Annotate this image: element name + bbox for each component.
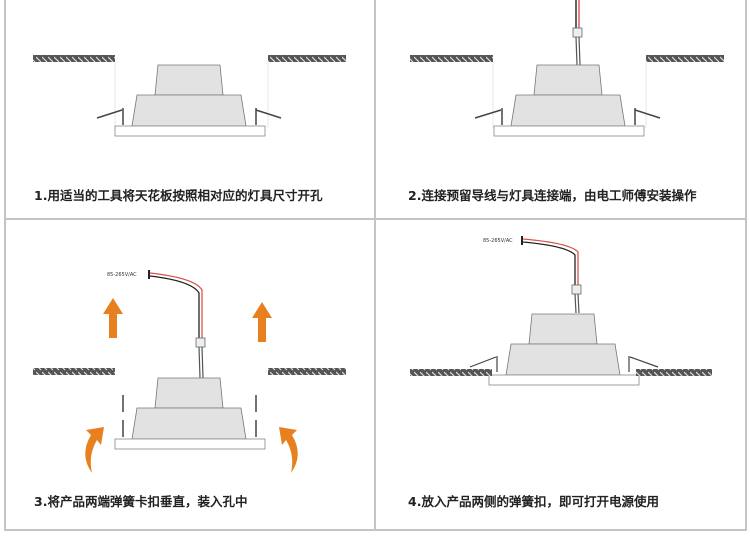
voltage-label: 85-265V/AC bbox=[107, 272, 137, 278]
curved-arrow-icon bbox=[279, 427, 298, 473]
orange-arrows bbox=[85, 298, 298, 473]
step-3-caption: 3.将产品两端弹簧卡扣垂直，装入孔中 bbox=[34, 494, 248, 509]
ceiling-right bbox=[268, 55, 346, 62]
step-3-drawing: 85-265V/AC bbox=[33, 270, 346, 473]
curved-arrow-icon bbox=[85, 427, 104, 473]
step-2-caption: 2.连接预留导线与灯具连接端，由电工师傅安装操作 bbox=[408, 188, 697, 203]
arrow-up-icon bbox=[103, 298, 123, 338]
connector bbox=[195, 337, 206, 348]
step-1-caption: 1.用适当的工具将天花板按照相对应的灯具尺寸开孔 bbox=[34, 188, 323, 203]
step-1-drawing bbox=[33, 55, 346, 137]
step-4-panel bbox=[374, 218, 747, 531]
step-4-drawing: 85-265V/AC bbox=[410, 236, 712, 386]
connector bbox=[572, 27, 583, 38]
spring-clips bbox=[96, 108, 282, 125]
step-4-caption: 4.放入产品两侧的弹簧扣，即可打开电源使用 bbox=[408, 494, 659, 509]
connector bbox=[571, 284, 582, 295]
downlight bbox=[114, 64, 266, 137]
step-2-drawing bbox=[410, 0, 724, 137]
ceiling-left bbox=[33, 55, 115, 62]
arrow-up-icon bbox=[252, 302, 272, 342]
voltage-label: 85-265V/AC bbox=[483, 238, 513, 244]
wires bbox=[572, 0, 583, 66]
